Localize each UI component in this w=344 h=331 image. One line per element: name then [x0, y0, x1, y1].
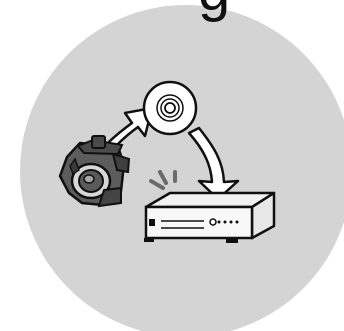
dvd-recorder-icon: [144, 193, 274, 243]
page-heading-fragment: g: [198, 0, 230, 20]
optical-disc-icon: [144, 82, 196, 134]
